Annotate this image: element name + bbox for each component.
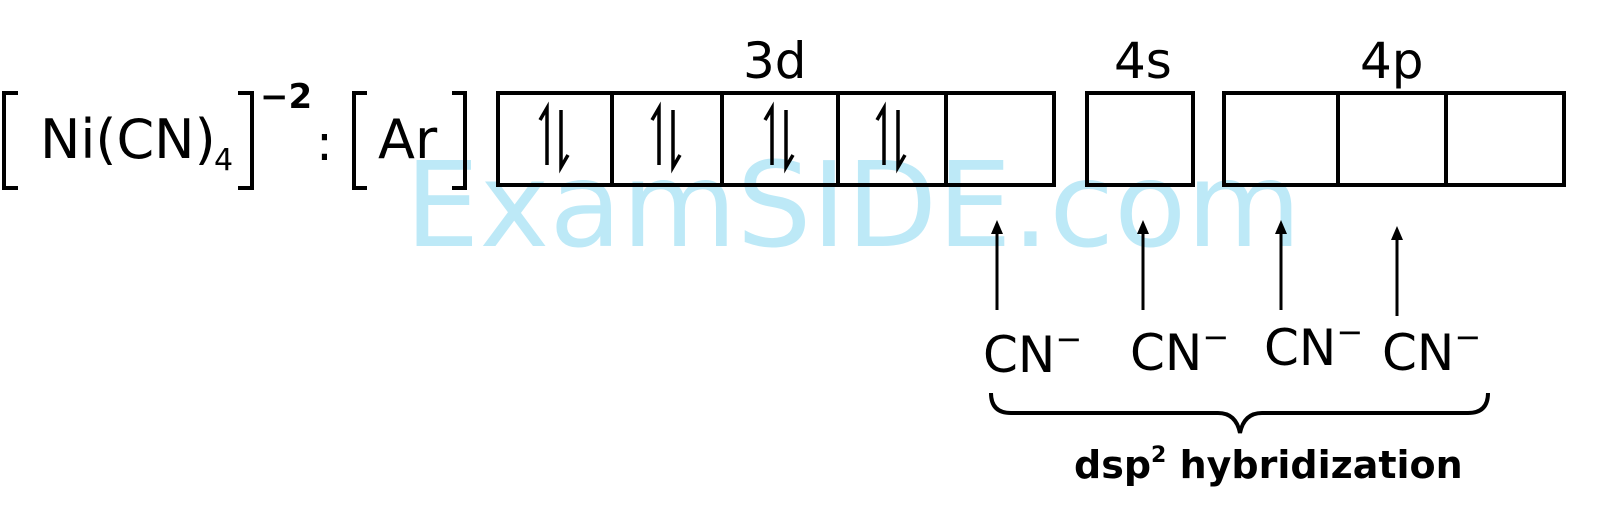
complex-formula-subscript: 4 [214,143,233,178]
ligand-arrows [991,220,1403,316]
electron-pairs [538,101,907,174]
orbital-label-3d: 3d [743,32,807,90]
orbital-label-4s: 4s [1114,32,1172,90]
hybridization-label: dsp2 hybridization [1074,443,1463,487]
arrow-head-icon [1391,226,1403,240]
curly-brace [989,392,1490,434]
core-config: Ar [352,91,467,190]
electron-pair-icon [538,101,570,174]
colon: : [316,114,333,172]
arrow-head-icon [991,220,1003,234]
spin-down-icon [671,110,682,174]
ligand-label: CN− [1264,313,1363,377]
complex-formula-main: Ni(CN) [40,108,216,171]
spin-down-icon [559,110,570,174]
spin-up-icon [875,101,886,165]
arrow-head-icon [1275,220,1287,234]
ligand-label: CN− [1382,318,1481,382]
orbital-4s-box [1085,91,1195,187]
spin-up-icon [763,101,774,165]
spin-down-icon [896,110,907,174]
orbital-label-4p: 4p [1360,32,1424,90]
complex-formula: Ni(CN) 4 −2 : [2,77,333,190]
ligand-label: CN− [1130,318,1229,382]
right-bracket [238,91,254,190]
electron-pair-icon [650,101,682,174]
ligand-labels: CN− CN− CN− CN− [983,313,1481,384]
left-bracket [2,91,18,190]
core-right-bracket [452,91,467,190]
orbital-3d [496,91,1056,187]
electron-pair-icon [763,101,795,174]
core-symbol: Ar [378,108,438,171]
spin-up-icon [538,101,549,165]
core-left-bracket [352,91,367,190]
spin-up-icon [650,101,661,165]
orbital-3d-frame [496,91,1056,187]
arrow-head-icon [1137,220,1149,234]
watermark: ExamSIDE.com [405,136,1301,274]
orbital-4p [1222,91,1566,187]
spin-down-icon [784,110,795,174]
ligand-label: CN− [983,320,1082,384]
orbital-4p-frame [1222,91,1566,187]
electron-pair-icon [875,101,907,174]
complex-charge: −2 [260,77,312,117]
